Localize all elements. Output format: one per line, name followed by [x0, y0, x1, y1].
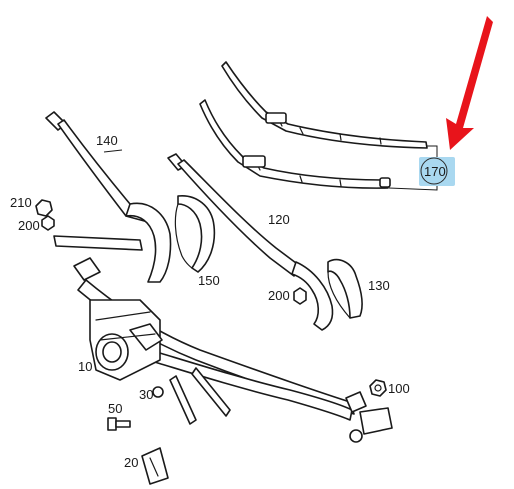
- bracket-20[interactable]: [141, 447, 169, 485]
- nut-210[interactable]: [35, 199, 53, 217]
- nut-100[interactable]: [369, 379, 387, 397]
- nut-200-left[interactable]: [41, 215, 55, 231]
- label-30: 30: [139, 387, 153, 402]
- wiper-motor[interactable]: [89, 299, 163, 381]
- label-200-left: 200: [18, 218, 40, 233]
- label-210: 210: [10, 195, 32, 210]
- label-200-right: 200: [268, 288, 290, 303]
- label-120: 120: [268, 212, 290, 227]
- wiper-arm-left[interactable]: [45, 111, 172, 283]
- wiper-blade-lower[interactable]: [199, 99, 391, 189]
- label-50: 50: [108, 401, 122, 416]
- arm-cover-right[interactable]: [327, 258, 363, 319]
- nut-200-right[interactable]: [293, 287, 307, 305]
- highlight-circle: [420, 157, 448, 185]
- arm-cover-left[interactable]: [174, 195, 216, 273]
- label-130: 130: [368, 278, 390, 293]
- bolt-50[interactable]: [107, 417, 131, 431]
- highlight-170[interactable]: 170: [419, 157, 455, 186]
- label-150: 150: [198, 273, 220, 288]
- label-170: 170: [424, 164, 446, 179]
- label-100: 100: [388, 381, 410, 396]
- wiper-blade-upper[interactable]: [221, 61, 428, 149]
- wiper-arm-right[interactable]: [167, 153, 334, 331]
- label-140: 140: [96, 133, 118, 148]
- highlight-box: [419, 157, 455, 186]
- leader-140: [103, 149, 123, 153]
- nut-30[interactable]: [152, 386, 164, 398]
- pointer-arrow-icon: [446, 16, 493, 150]
- label-20: 20: [124, 455, 138, 470]
- label-10: 10: [78, 359, 92, 374]
